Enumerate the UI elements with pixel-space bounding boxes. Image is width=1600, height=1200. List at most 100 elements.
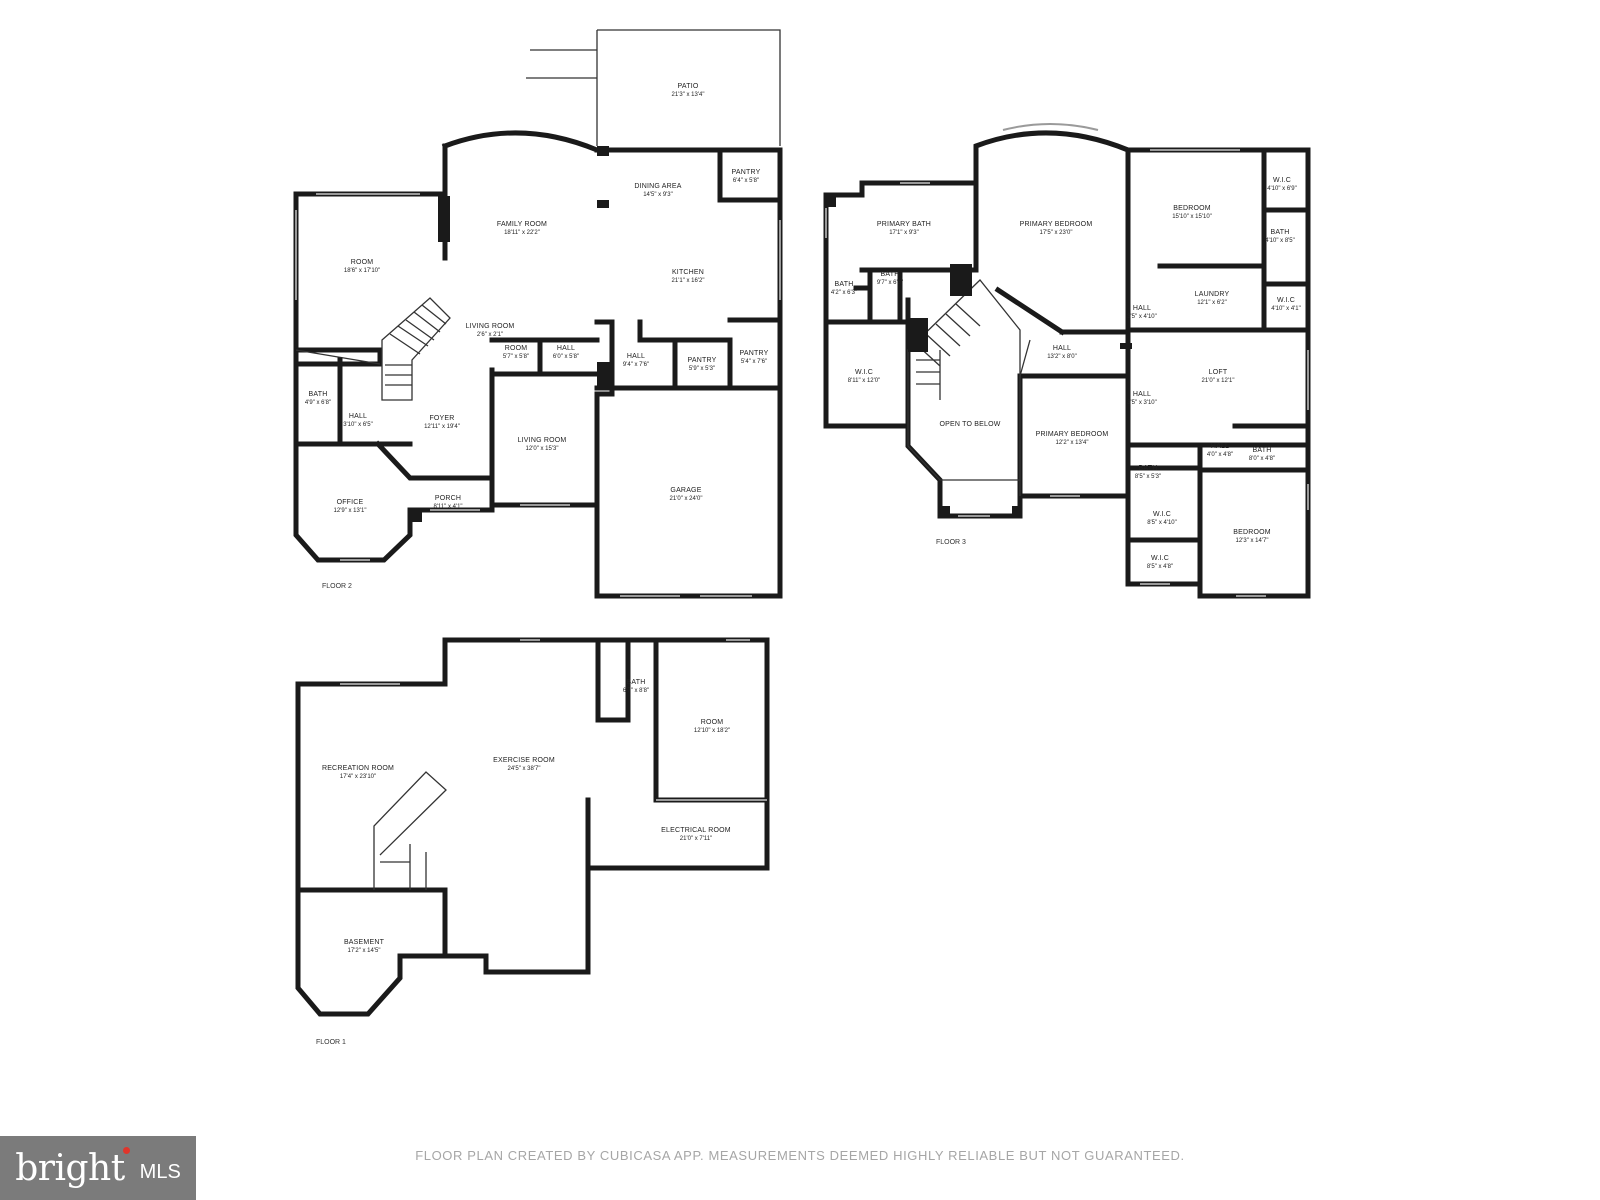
room-name-label: LIVING ROOM [466, 323, 515, 330]
room-name-label: HALL [349, 413, 367, 420]
room-dimensions-label: 8'5" x 5'3" [1135, 474, 1161, 480]
floor-2-plan [293, 29, 783, 599]
room-dimensions-label: 4'10" x 4'1" [1271, 306, 1301, 312]
logo-wordmark: bright [15, 1147, 125, 1189]
room-dimensions-label: 18'11" x 22'2" [504, 230, 540, 236]
room-dimensions-label: 12'10" x 18'2" [694, 728, 730, 734]
room-dimensions-label: 21'0" x 24'0" [670, 496, 703, 502]
room-dimensions-label: 17'5" x 23'0" [1040, 230, 1073, 236]
room-name-label: EXERCISE ROOM [493, 757, 555, 764]
room-name-label: PATIO [678, 83, 699, 90]
room-name-label: OFFICE [337, 499, 364, 506]
room-dimensions-label: 3'5" x 4'10" [1127, 314, 1157, 320]
room-name-label: BEDROOM [1233, 529, 1271, 536]
room-dimensions-label: 8'0" x 4'8" [1249, 456, 1275, 462]
room-name-label: FOYER [429, 415, 454, 422]
room-dimensions-label: 17'1" x 9'3" [889, 230, 919, 236]
room-dimensions-label: 21'0" x 7'11" [680, 836, 712, 842]
bright-mls-logo: bright MLS [0, 1136, 196, 1200]
room-dimensions-label: 12'9" x 13'1" [334, 508, 367, 514]
room-name-label: BATH [835, 281, 854, 288]
room-dimensions-label: 21'1" x 16'2" [672, 278, 705, 284]
room-dimensions-label: 8'11" x 12'0" [848, 378, 880, 384]
room-name-label: PANTRY [740, 350, 769, 357]
room-name-label: ROOM [505, 345, 528, 352]
room-name-label: PANTRY [688, 357, 717, 364]
room-dimensions-label: 13'2" x 8'0" [1047, 354, 1077, 360]
logo-accent-dot [122, 1146, 130, 1154]
room-name-label: W.I.C [1151, 555, 1169, 562]
floor-label: FLOOR 3 [936, 539, 966, 546]
room-name-label: W.I.C [1277, 297, 1295, 304]
room-name-label: DINING AREA [634, 183, 681, 190]
room-name-label: LAUNDRY [1195, 291, 1230, 298]
room-name-label: W.I.C [1153, 511, 1171, 518]
logo-suffix: MLS [139, 1160, 181, 1183]
room-name-label: PRIMARY BATH [877, 221, 931, 228]
floor-label: FLOOR 1 [316, 1039, 346, 1046]
room-dimensions-label: 12'1" x 6'2" [1197, 300, 1227, 306]
room-dimensions-label: 6'7" x 8'8" [623, 688, 649, 694]
room-dimensions-label: 9'4" x 7'6" [623, 362, 649, 368]
room-name-label: BATH [309, 391, 328, 398]
room-name-label: GARAGE [670, 487, 701, 494]
room-name-label: HALL [557, 345, 575, 352]
room-dimensions-label: 18'6" x 17'10" [344, 268, 380, 274]
room-dimensions-label: 14'5" x 9'3" [643, 192, 673, 198]
room-name-label: BASEMENT [344, 939, 385, 946]
room-name-label: PORCH [435, 495, 461, 502]
room-name-label: FAMILY ROOM [497, 221, 547, 228]
room-name-label: BATH [627, 679, 646, 686]
room-labels: PATIO 21'3" x 13'4" DINING AREA 14'5" x 9'3… [305, 83, 1301, 1046]
disclaimer-footer: FLOOR PLAN CREATED BY CUBICASA APP. MEAS… [415, 1148, 1185, 1163]
room-name-label: LIVING ROOM [518, 437, 567, 444]
room-dimensions-label: 21'3" x 13'4" [672, 92, 705, 98]
floor-3-plan [823, 123, 1311, 599]
room-dimensions-label: 4'2" x 6'3" [831, 290, 857, 296]
room-dimensions-label: 12'3" x 14'7" [1236, 538, 1269, 544]
room-dimensions-label: 4'10" x 6'9" [1267, 186, 1297, 192]
room-name-label: ELECTRICAL ROOM [661, 827, 731, 834]
room-name-label: BATH [1139, 465, 1158, 472]
room-dimensions-label: 15'10" x 15'10" [1172, 214, 1212, 220]
room-name-label: OPEN TO BELOW [939, 421, 1000, 428]
room-dimensions-label: 5'4" x 7'6" [741, 359, 767, 365]
room-name-label: BATH [1271, 229, 1290, 236]
room-name-label: LOFT [1209, 369, 1228, 376]
room-name-label: KITCHEN [672, 269, 704, 276]
room-dimensions-label: 3'5" x 3'10" [1127, 400, 1157, 406]
room-dimensions-label: 12'0" x 15'3" [526, 446, 559, 452]
room-dimensions-label: 6'4" x 5'8" [733, 178, 759, 184]
stairs-floor3 [907, 279, 1021, 481]
room-name-label: HALL [1053, 345, 1071, 352]
room-dimensions-label: 9'7" x 6'3" [877, 280, 903, 286]
room-dimensions-label: 24'5" x 38'7" [508, 766, 541, 772]
room-dimensions-label: 6'0" x 5'8" [553, 354, 579, 360]
room-name-label: BATH [881, 271, 900, 278]
room-dimensions-label: 8'5" x 4'8" [1147, 564, 1173, 570]
room-name-label: ROOM [701, 719, 724, 726]
room-dimensions-label: 4'9" x 6'8" [305, 400, 331, 406]
room-name-label: PANTRY [732, 169, 761, 176]
room-dimensions-label: 2'6" x 2'1" [477, 332, 503, 338]
room-name-label: PRIMARY BEDROOM [1020, 221, 1093, 228]
room-name-label: HALL [1133, 305, 1151, 312]
room-dimensions-label: 4'10" x 8'5" [1265, 238, 1295, 244]
floor-label: FLOOR 2 [322, 583, 352, 590]
room-name-label: BEDROOM [1173, 205, 1211, 212]
room-dimensions-label: 8'5" x 4'10" [1147, 520, 1177, 526]
room-name-label: W.I.C [1273, 177, 1291, 184]
room-dimensions-label: 12'11" x 19'4" [424, 424, 460, 430]
room-dimensions-label: 4'0" x 4'8" [1207, 452, 1233, 458]
room-name-label: W.I.C [855, 369, 873, 376]
room-dimensions-label: 5'9" x 5'3" [689, 366, 715, 372]
room-dimensions-label: 17'2" x 14'5" [348, 948, 381, 954]
room-name-label: PRIMARY BEDROOM [1036, 431, 1109, 438]
room-name-label: ROOM [351, 259, 374, 266]
room-dimensions-label: 8'11" x 4'1" [433, 504, 462, 510]
room-dimensions-label: 3'10" x 6'5" [343, 422, 373, 428]
room-name-label: HALL [1133, 391, 1151, 398]
room-name-label: HALL [627, 353, 645, 360]
room-dimensions-label: 21'0" x 12'1" [1202, 378, 1235, 384]
room-name-label: BATH [1253, 447, 1272, 454]
